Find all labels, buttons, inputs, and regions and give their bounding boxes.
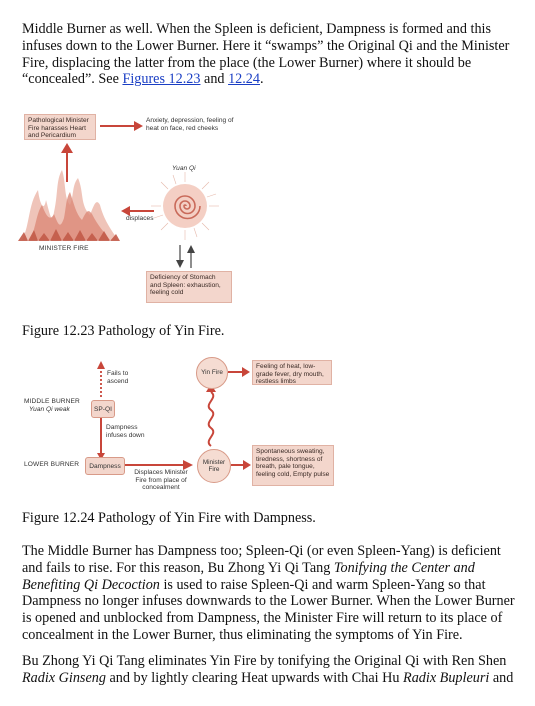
wavy-up-arrow-icon — [206, 384, 216, 447]
paragraph-middle-burner-text-a: The Middle Burner has Dampness too; Sple… — [22, 543, 501, 576]
displaces-minister-arrow-icon — [125, 460, 193, 470]
paragraph-middle-burner-text-b: is used to raise Spleen-Qi and warm Sple… — [22, 576, 515, 643]
spontaneous-sweating-box: Spontaneous sweating, tiredness, shortne… — [252, 445, 334, 486]
sp-qi-chip: SP-QI — [91, 400, 115, 418]
fails-to-ascend-label: Fails to ascend — [107, 370, 129, 385]
dampness-infuses-label: Dampness infuses down — [106, 424, 145, 439]
minister-fire-to-box-arrow-icon — [231, 460, 251, 470]
paragraph-bu-zhong-text-c: and — [489, 669, 514, 686]
yuan-qi-label: Yuan Qi — [172, 165, 196, 172]
displaces-label: displaces — [126, 215, 154, 222]
middle-burner-label: MIDDLE BURNER — [24, 398, 80, 405]
radix-bupleuri: Radix Bupleuri — [403, 669, 490, 686]
radix-ginseng: Radix Ginseng — [22, 669, 106, 686]
dampness-infuses-arrow-icon — [97, 418, 105, 460]
deficiency-stomach-spleen-box: Deficiency of Stomach and Spleen: exhaus… — [146, 271, 232, 303]
displaces-minister-fire-label: Displaces Minister Fire from place of co… — [134, 469, 188, 492]
fails-ascend-arrow-icon — [97, 361, 105, 397]
paragraph-middle-burner: The Middle Burner has Dampness too; Sple… — [22, 543, 516, 644]
dampness-chip: Dampness — [85, 457, 125, 475]
displaces-arrow-icon — [121, 206, 154, 216]
paragraph-bu-zhong: Bu Zhong Yi Qi Tang eliminates Yin Fire … — [22, 653, 516, 687]
pathological-minister-fire-box: Pathological Minister Fire harasses Hear… — [24, 114, 96, 140]
upward-arrow-icon — [61, 143, 73, 182]
paragraph-middle-burner-italic: Tonifying the Center and Benefiting Qi D… — [22, 559, 475, 593]
figure-12-24-caption: Figure 12.24 Pathology of Yin Fire with … — [22, 510, 316, 526]
feeling-of-heat-box: Feeling of heat, low-grade fever, dry mo… — [252, 360, 332, 385]
yuan-qi-swirl-icon — [151, 172, 219, 240]
and-word: and — [200, 71, 229, 88]
figure-12-24-link[interactable]: 12.24 — [228, 71, 260, 88]
yin-fire-to-box-arrow-icon — [228, 367, 250, 377]
anxiety-symptoms-label: Anxiety, depression, feeling of heat on … — [146, 117, 234, 132]
paragraph-bu-zhong-text-b: and by lightly clearing Heat upwards wit… — [105, 669, 404, 686]
yuan-qi-weak-label: Yuan Qi weak — [29, 406, 70, 413]
period: . — [259, 71, 264, 88]
minister-fire-circle: Minister Fire — [197, 449, 231, 483]
right-arrow-icon — [100, 121, 143, 131]
minister-fire-label: MINISTER FIRE — [39, 245, 89, 252]
figure-12-23-caption: Figure 12.23 Pathology of Yin Fire. — [22, 323, 225, 339]
minister-fire-flame-icon — [18, 170, 120, 241]
lower-burner-label: LOWER BURNER — [24, 461, 80, 468]
yin-fire-circle: Yin Fire — [196, 357, 228, 389]
paragraph-bu-zhong-text-a: Bu Zhong Yi Qi Tang eliminates Yin Fire … — [22, 653, 507, 669]
figure-12-23-link[interactable]: Figures 12.23 — [122, 71, 201, 88]
paragraph-intro-text: Middle Burner as well. When the Spleen i… — [22, 21, 510, 88]
down-up-arrows-icon — [176, 245, 195, 268]
paragraph-intro: Middle Burner as well. When the Spleen i… — [22, 21, 516, 88]
